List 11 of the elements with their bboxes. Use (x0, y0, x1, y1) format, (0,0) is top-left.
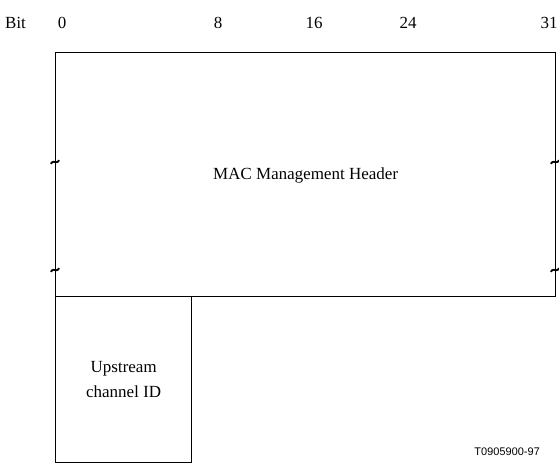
bit-number: 24 (400, 14, 416, 31)
field-box (55, 296, 192, 463)
bit-number: 16 (306, 14, 322, 31)
bit-number: 31 (540, 14, 558, 31)
header-field-box (55, 52, 556, 297)
figure-id: T0905900-97 (474, 447, 540, 458)
field-name: MAC Management Header (212, 163, 398, 186)
bit-number: 0 (58, 14, 66, 31)
field-name: Upstream channel ID (84, 356, 162, 402)
bit-number: 8 (214, 14, 222, 31)
bit-label: Bit (5, 14, 26, 31)
